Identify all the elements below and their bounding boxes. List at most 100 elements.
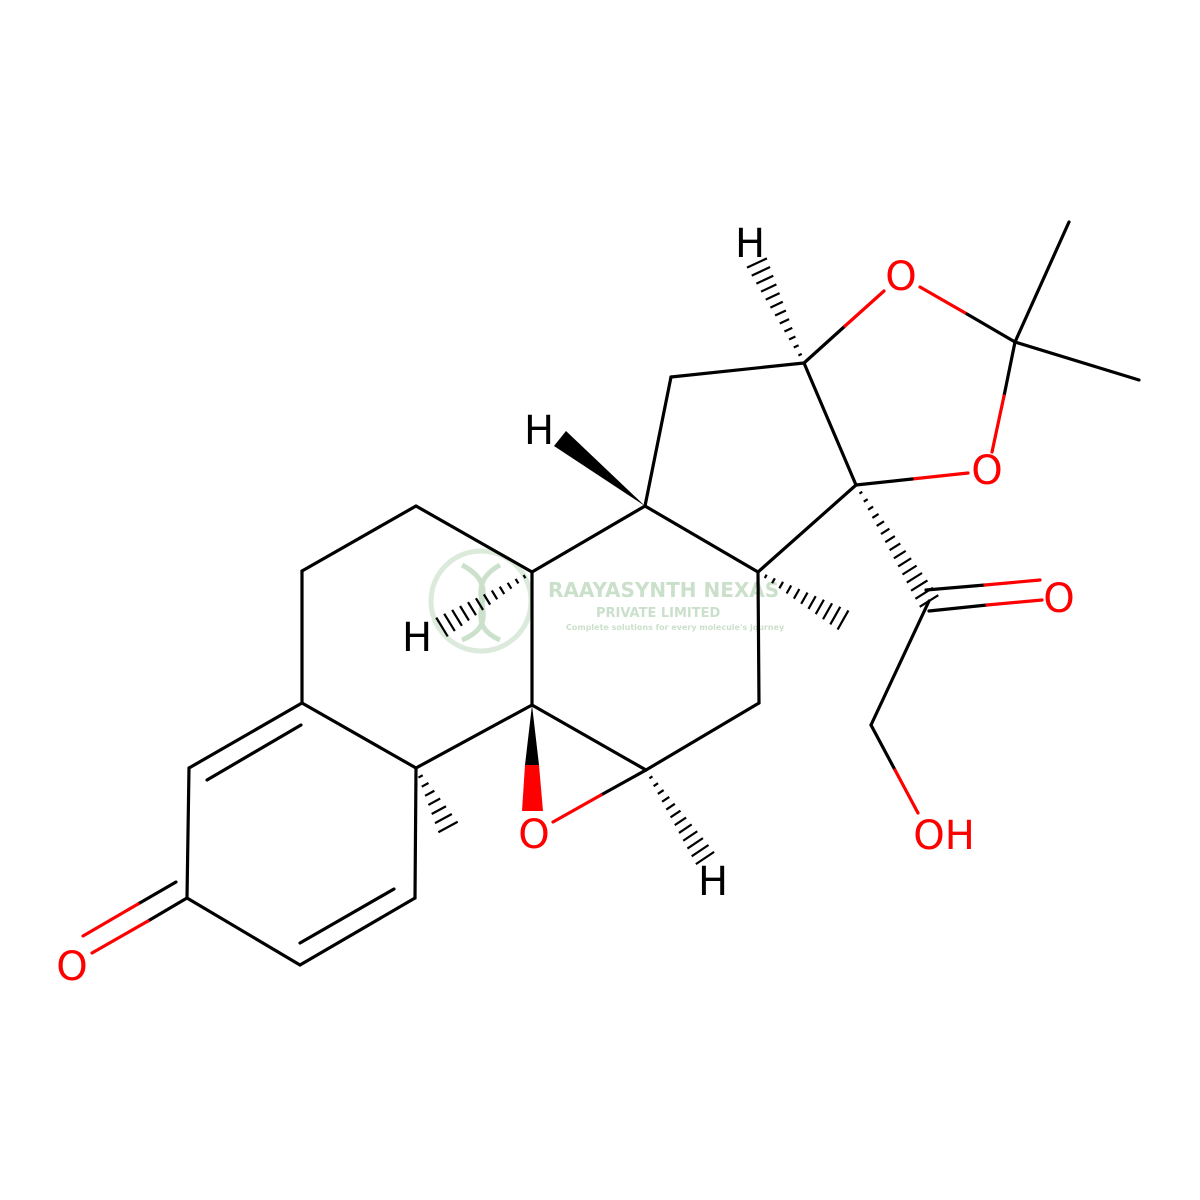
bond-c6-c7 <box>300 504 418 573</box>
bond-c1-c2-double <box>298 887 396 945</box>
bond-c4-c5 <box>187 701 304 770</box>
hashed-bonds <box>417 257 939 866</box>
hash-c11-h <box>648 775 715 866</box>
hash-c10-methyl-stroke <box>437 820 459 834</box>
hash-c8-h <box>435 574 527 637</box>
bond-c7-c8 <box>414 504 534 574</box>
watermark-company-name: RAAYASYNTH NEXAS <box>548 578 779 602</box>
hash-c13-methyl-stroke <box>778 581 784 589</box>
hash-c10-methyl-stroke <box>421 782 430 788</box>
hash-c16-h-stroke <box>788 335 796 341</box>
bond-c12-c11 <box>644 701 761 772</box>
atom-h-c16: H <box>735 221 765 267</box>
bond-o-right-c17 <box>854 477 914 487</box>
atom-h-c11: H <box>698 859 728 905</box>
bond-c16-c17 <box>802 361 858 487</box>
bond-cq-o-right <box>1002 340 1017 398</box>
watermark-company-suffix: PRIVATE LIMITED <box>596 606 721 621</box>
bond-c4-c5-double <box>205 723 303 782</box>
watermark: RAAYASYNTH NEXAS PRIVATE LIMITED Complet… <box>428 548 785 654</box>
bond-o-top-cq <box>965 312 1017 344</box>
atom-hydroxyl: OH <box>913 813 975 859</box>
bond-c20-o-acyl-red <box>985 598 1044 607</box>
watermark-helix-icon <box>460 562 502 643</box>
bond-c14-c13 <box>643 504 760 574</box>
bond-c11-o-epoxide-red <box>551 793 603 824</box>
hash-c11-h-stroke <box>678 823 693 834</box>
hash-c10-methyl-stroke <box>424 789 435 797</box>
bond-c11-o-epoxide <box>599 768 648 797</box>
bond-c1-c2 <box>298 896 417 967</box>
hash-c8-h-stroke <box>498 586 506 595</box>
bond-c10-c1 <box>413 766 418 900</box>
hash-c8-h-stroke <box>490 589 499 600</box>
hash-c11-h-stroke <box>661 796 670 803</box>
hash-c11-h-stroke <box>669 809 682 819</box>
hash-c10-methyl-stroke <box>417 774 424 779</box>
hash-c17-c20-stroke <box>888 542 901 552</box>
wedge-bonds <box>522 431 645 811</box>
bond-c9-c10 <box>414 703 534 770</box>
bonds <box>81 220 1141 967</box>
bond-c11-c9 <box>530 703 648 772</box>
hash-c13-methyl-stroke <box>807 595 817 610</box>
hash-c11-h-stroke <box>648 775 654 780</box>
hash-c16-h-stroke <box>783 326 793 333</box>
hash-c11-h-stroke <box>691 844 710 858</box>
hash-c16-h-stroke <box>779 318 790 325</box>
hash-c10-methyl-stroke <box>431 805 447 815</box>
hash-c13-methyl <box>763 574 850 631</box>
wedge-c9-o-black <box>525 705 539 765</box>
bond-c2-c3 <box>185 896 302 967</box>
hash-c16-h-stroke <box>793 344 800 349</box>
hash-c10-methyl-stroke <box>427 797 441 806</box>
atom-h-c8: H <box>402 615 432 661</box>
hash-c13-methyl-stroke <box>771 577 776 584</box>
hash-c13-methyl-stroke <box>814 599 825 615</box>
hash-c16-h <box>746 257 803 357</box>
hash-c13-methyl-stroke <box>829 606 842 625</box>
bond-c20-o-acyl-double-red <box>983 578 1042 587</box>
bond-c3-o-ketone <box>146 896 189 923</box>
hash-c17-c20-stroke <box>884 535 896 544</box>
hash-c11-h-stroke <box>657 789 665 795</box>
hash-c10-methyl <box>417 774 459 834</box>
hash-c16-h-stroke <box>746 257 768 269</box>
hash-c11-h-stroke <box>682 830 698 842</box>
hash-c16-h-stroke <box>769 300 784 309</box>
hash-c13-methyl-stroke <box>763 574 768 579</box>
bond-c20-o-acyl-double <box>924 583 987 592</box>
hash-c8-h-stroke <box>467 601 477 616</box>
hash-c8-h-stroke <box>514 578 520 585</box>
hash-c17-c20 <box>858 490 939 608</box>
bond-c13-c12 <box>756 570 761 705</box>
bond-c16-o-top-red <box>843 289 886 328</box>
hash-c11-h-stroke <box>695 850 715 866</box>
hash-c17-c20-stroke <box>914 586 934 600</box>
hash-c17-c20-stroke <box>858 490 863 495</box>
atom-o-ketone: O <box>56 944 87 990</box>
wedge-c14-h <box>554 431 645 506</box>
bond-o-right-c17-red <box>910 471 970 481</box>
hash-c17-c20-stroke <box>876 520 885 527</box>
hash-c17-c20-stroke <box>906 572 923 584</box>
atom-labels: O O O O O OH H H H H <box>56 221 1074 990</box>
hash-c8-h-stroke <box>482 593 492 606</box>
hash-c13-methyl-stroke <box>822 602 834 620</box>
hash-c16-h-stroke <box>797 352 803 357</box>
bond-cq-methyl-2 <box>1013 340 1141 382</box>
bond-c3-c4 <box>185 766 191 900</box>
hash-c11-h-stroke <box>665 802 676 811</box>
hash-c8-h-stroke <box>451 609 463 627</box>
hash-c13-methyl-stroke <box>836 609 850 631</box>
bond-c14-c15 <box>643 375 673 508</box>
bond-c20-c21 <box>869 599 931 727</box>
hash-c17-c20-stroke <box>897 557 912 568</box>
hash-c8-h-stroke <box>435 617 449 637</box>
hash-c17-c20-stroke <box>880 527 891 535</box>
atom-o-dioxolane-right: O <box>971 448 1002 494</box>
bond-c8-c14 <box>530 504 647 574</box>
hash-c13-methyl-stroke <box>785 584 793 595</box>
atom-o-acyl: O <box>1043 576 1074 622</box>
